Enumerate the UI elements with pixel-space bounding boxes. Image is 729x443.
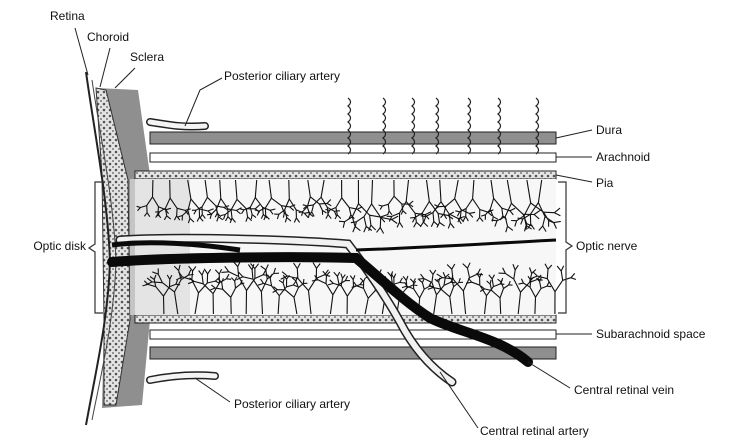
subarachnoid-space-label: Subarachnoid space <box>596 327 705 341</box>
pia-leader <box>556 175 592 182</box>
dura-leader <box>556 130 592 138</box>
choroid-label: Choroid <box>87 30 129 44</box>
pial-vessel-branch <box>561 266 564 271</box>
pial-vessel-branch <box>158 207 159 214</box>
posterior-ciliary-artery-bottom-leader <box>195 378 230 402</box>
posterior-ciliary-artery-top-label: Posterior ciliary artery <box>224 69 340 83</box>
pial-vessel-branch <box>297 269 298 279</box>
pial-vessel-branch <box>547 286 551 287</box>
pial-vessel-branch <box>326 275 327 283</box>
pial-vessel-branch <box>571 278 576 280</box>
posterior-ciliary-artery-bottom-label: Posterior ciliary artery <box>234 397 350 411</box>
pial-vessel-branch <box>418 279 424 280</box>
optic-nerve-label: Optic nerve <box>576 239 637 253</box>
pial-vessel-branch <box>303 279 304 283</box>
pial-vessel-branch <box>544 212 555 213</box>
dural-vessel <box>348 98 351 154</box>
pia-top <box>135 171 556 179</box>
pial-vessel-branch <box>571 273 575 277</box>
pial-vessel-branch <box>547 269 548 278</box>
central-retinal-vein-leader <box>528 362 570 388</box>
subarachnoid-space-top <box>150 153 556 162</box>
pia-label: Pia <box>596 176 613 190</box>
dural-vessel <box>536 98 539 154</box>
sclera-label: Sclera <box>130 50 164 64</box>
dura-label: Dura <box>596 123 622 137</box>
optic-disk-bracket <box>89 182 103 313</box>
pial-vessel-branch <box>221 272 228 273</box>
choroid-leader <box>100 48 110 87</box>
central-retinal-artery-label: Central retinal artery <box>480 424 589 438</box>
pial-vessel-branch <box>491 220 497 221</box>
posterior-ciliary-artery-top-leader <box>185 78 222 126</box>
dural-vessel <box>498 98 501 154</box>
pial-vessel-branch <box>530 280 531 287</box>
pial-vessel-branch <box>535 297 536 314</box>
dura-top <box>150 132 556 144</box>
dura-bottom <box>150 347 556 359</box>
pial-vessel-branch <box>319 203 327 204</box>
pial-vessel-branch <box>177 208 178 216</box>
central-retinal-vein-label: Central retinal vein <box>574 383 674 397</box>
dural-vessel <box>436 98 439 154</box>
arachnoid-label: Arachnoid <box>596 150 650 164</box>
pial-vessel-branch <box>207 214 211 215</box>
pial-vessel-branch <box>557 266 561 271</box>
sclera-leader <box>115 68 135 88</box>
dural-vessel <box>383 98 386 154</box>
pial-vessel-branch <box>400 282 405 283</box>
pial-vessel-branch <box>561 271 563 280</box>
optic-nerve-bracket <box>558 182 572 313</box>
optic-disk-label: Optic disk <box>33 239 86 253</box>
pial-vessel-branch <box>500 298 501 314</box>
pial-vessel-branch <box>555 280 563 291</box>
pial-vessel-branch <box>289 180 290 199</box>
central-retinal-artery-leader <box>440 372 478 428</box>
pia-bottom <box>135 315 556 323</box>
retina-label: Retina <box>50 9 85 23</box>
dural-vessel <box>412 98 415 154</box>
dural-vessel <box>468 98 471 154</box>
pial-vessel-branch <box>410 217 415 218</box>
pial-vessel-branch <box>563 278 571 281</box>
pial-vessel-branch <box>226 279 231 280</box>
dural-vessels <box>348 98 539 154</box>
